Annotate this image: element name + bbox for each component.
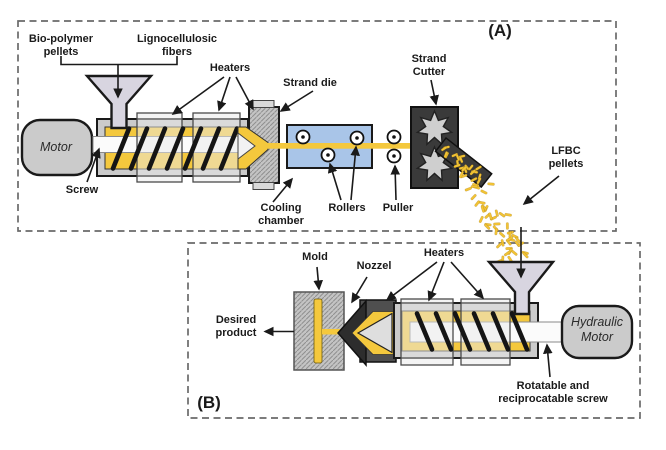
label-screw-a: Screw xyxy=(65,184,99,196)
label-lfbc-pellets: LFBC pellets xyxy=(548,145,584,170)
hopper-funnel-b xyxy=(486,260,556,316)
roller-icon xyxy=(349,130,365,146)
screw-tip-b xyxy=(356,312,393,354)
panel-b-frame xyxy=(187,242,641,419)
label-rollers: Rollers xyxy=(328,202,366,214)
arrow-strand-cutter xyxy=(429,79,439,106)
label-desired-product: Desired product xyxy=(215,314,257,339)
annotation-arrows xyxy=(60,56,560,378)
arrow-heaters-b-1 xyxy=(385,261,438,301)
label-lignocellulosic-fibers: Lignocellulosic fibers xyxy=(136,33,218,58)
arrow-rollers-2 xyxy=(350,145,360,201)
arrow-heaters-a-3 xyxy=(235,76,254,111)
heater-band-a2 xyxy=(192,112,241,183)
label-heaters-a: Heaters xyxy=(209,62,251,74)
label-puller: Puller xyxy=(382,202,414,214)
arrow-puller xyxy=(390,164,401,201)
arrow-rollers-1 xyxy=(327,162,342,201)
label-strand-die: Strand die xyxy=(283,77,337,89)
extruded-strand xyxy=(266,143,428,149)
panel-b-tag: (B) xyxy=(197,393,221,412)
arrow-heaters-b-2 xyxy=(427,261,445,302)
arrow-heaters-b-3 xyxy=(450,261,485,300)
arrow-heaters-a-2 xyxy=(217,76,231,112)
label-hydraulic-motor: Hydraulic Motor xyxy=(570,315,624,344)
chute-plate xyxy=(434,136,493,189)
screw-tip-a xyxy=(237,131,256,161)
panel-a-tag: (A) xyxy=(488,21,512,40)
arrow-nozzle xyxy=(351,276,368,304)
label-mold: Mold xyxy=(302,251,328,263)
heater-band-b2 xyxy=(460,298,511,366)
arrow-heaters-a-1 xyxy=(171,76,225,115)
die-tab-top xyxy=(252,100,275,108)
label-cooling-chamber: Cooling chamber xyxy=(258,202,304,227)
label-motor-a: Motor xyxy=(40,140,72,154)
cutter-star-icon xyxy=(415,109,454,146)
molded-part xyxy=(313,298,323,364)
panel-a-frame xyxy=(17,20,617,232)
hopper-funnel-a xyxy=(84,74,154,130)
puller-roller-icon xyxy=(386,148,402,164)
arrow-strand-die xyxy=(279,90,314,112)
arrow-mold xyxy=(313,266,323,291)
die-tab-bottom xyxy=(252,182,275,190)
hydraulic-motor-body xyxy=(560,304,634,360)
arrow-lfbc-pellets xyxy=(522,175,560,205)
roller-icon xyxy=(320,147,336,163)
screw-flights-b xyxy=(414,311,530,352)
puller-roller-icon xyxy=(386,129,402,145)
label-strand-cutter: Strand Cutter xyxy=(411,53,447,78)
label-rotatable-screw: Rotatable and reciprocatable screw xyxy=(498,380,608,405)
puller-rollers xyxy=(386,129,402,164)
label-heaters-b: Heaters xyxy=(423,247,465,259)
screw-flights-a xyxy=(110,126,240,171)
sprue xyxy=(322,329,342,335)
chamber-rollers xyxy=(295,129,365,163)
arrow-rotatable-screw xyxy=(543,343,553,378)
label-nozzle: Nozzel xyxy=(356,260,392,272)
feed-bracket xyxy=(60,56,178,66)
pellet-chute xyxy=(434,136,493,189)
injection-line-b xyxy=(293,260,634,371)
arrow-cooling-chamber xyxy=(272,177,294,203)
roller-icon xyxy=(295,129,311,145)
label-bio-polymer-pellets: Bio-polymer pellets xyxy=(28,33,94,58)
chute-pellets xyxy=(440,145,482,181)
arrow-screw-a xyxy=(86,147,101,183)
